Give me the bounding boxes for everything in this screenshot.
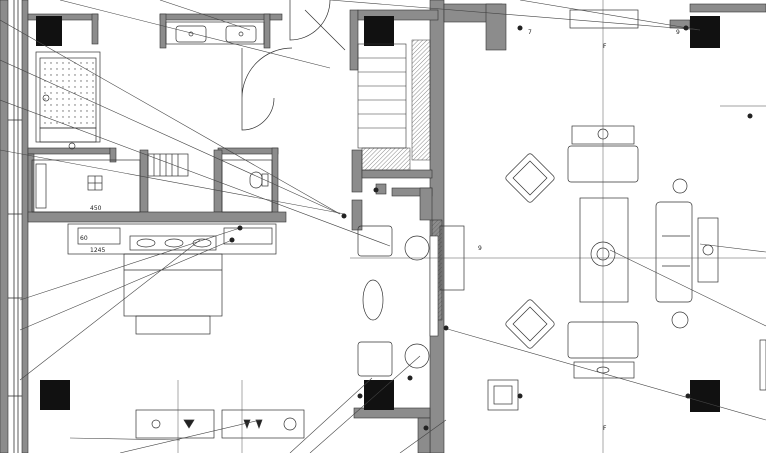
hatched-panel-4 [361, 147, 411, 171]
tag-label-top: 7 [528, 29, 532, 36]
dim-label-b: 1245 [90, 247, 105, 254]
tag-label-f1: F [603, 43, 607, 50]
tag-label-f2: F [603, 425, 607, 432]
entry-fixtures [357, 225, 465, 377]
wall-note: 450 [90, 205, 102, 212]
symbol-legends [135, 409, 305, 439]
tag-label-right: 9 [676, 29, 680, 36]
window-mullions [8, 0, 22, 453]
structural-columns [36, 16, 720, 412]
hatched-column-2 [429, 235, 439, 337]
dim-label-a: 60 [80, 235, 88, 242]
living-furniture [487, 9, 766, 411]
reference-markers [229, 25, 753, 431]
closet [357, 43, 407, 149]
tag-label-mid: 9 [478, 245, 482, 252]
bathroom [31, 0, 346, 213]
hatched-panel-3 [411, 39, 431, 161]
centerlines [177, 0, 766, 453]
bedroom-furniture [67, 223, 277, 335]
